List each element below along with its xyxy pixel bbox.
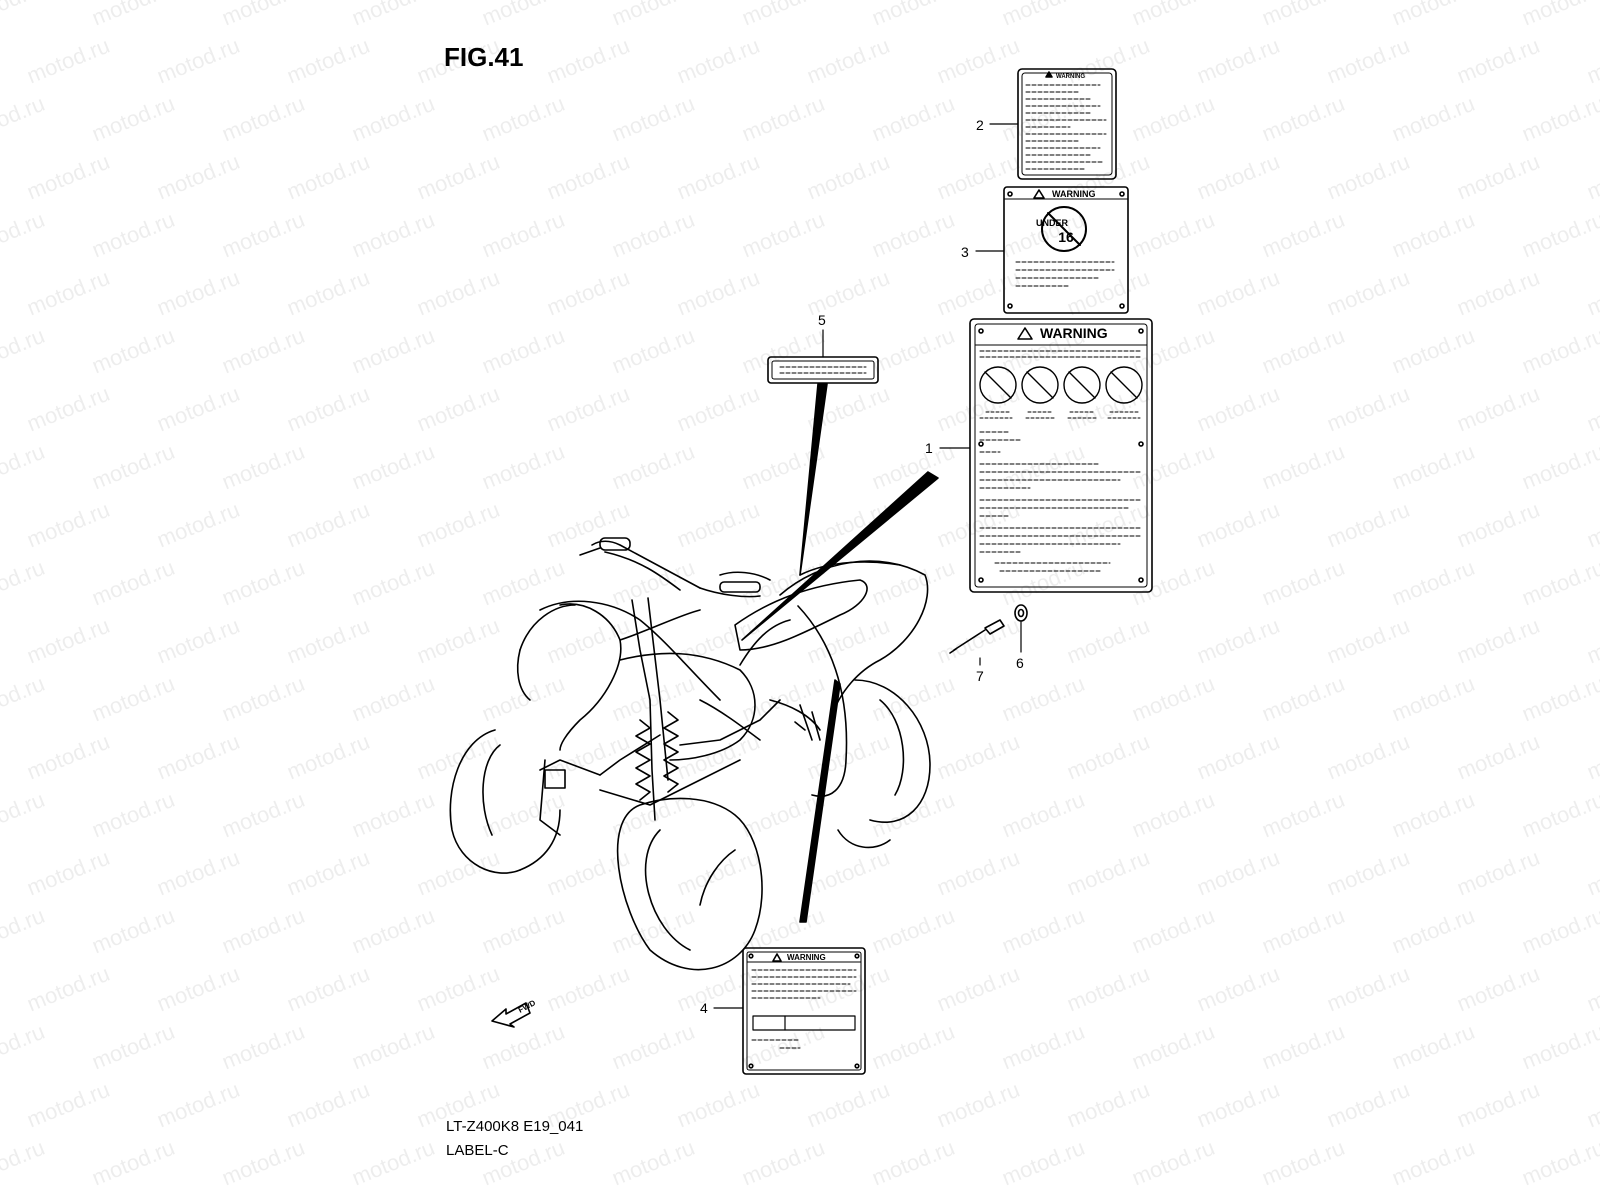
warning-label-5 (767, 329, 879, 384)
label-1-heading: WARNING (1040, 325, 1108, 341)
under-text: UNDER (1036, 218, 1069, 228)
age-text: 16 (1058, 229, 1074, 245)
warning-label-3 (975, 186, 1129, 314)
atv-illustration (449, 537, 931, 971)
model-code: LT-Z400K8 E19_041 (446, 1118, 584, 1135)
warning-label-1 (939, 318, 1153, 593)
figure-title: FIG.41 (444, 42, 524, 72)
pointer-wedge-1 (741, 471, 939, 641)
pointer-wedge-5 (799, 383, 828, 576)
pointer-wedge-4 (799, 679, 841, 923)
section-name: LABEL-C (446, 1142, 509, 1159)
warning-label-2 (989, 68, 1117, 180)
label-3-heading: WARNING (1052, 189, 1096, 199)
washer-part-6 (1014, 604, 1028, 653)
callout-5: 5 (818, 312, 826, 328)
callout-2: 2 (976, 117, 984, 133)
callout-7: 7 (976, 668, 984, 684)
label-4-heading: WARNING (787, 953, 826, 962)
warning-label-4 (713, 947, 866, 1075)
fwd-label: FWD (517, 998, 538, 1015)
rivet-part-7 (949, 619, 1005, 666)
callout-6: 6 (1016, 655, 1024, 671)
fwd-arrow-icon (491, 1002, 531, 1028)
label-2-heading: WARNING (1056, 74, 1085, 80)
callout-3: 3 (961, 244, 969, 260)
callout-1: 1 (925, 440, 933, 456)
callout-4: 4 (700, 1000, 708, 1016)
